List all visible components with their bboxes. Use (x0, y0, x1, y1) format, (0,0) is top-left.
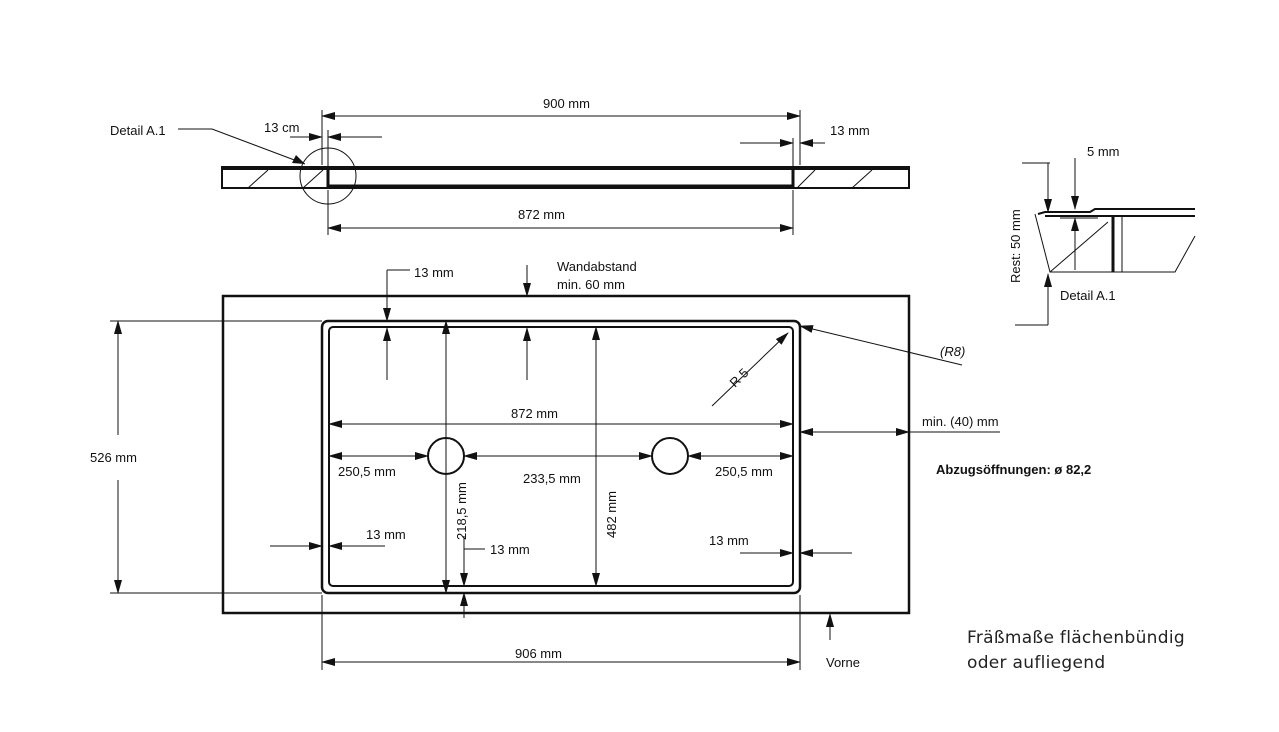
left-margin-label: 13 mm (366, 527, 406, 542)
side-min-label: min. (40) mm (922, 414, 999, 429)
bottom-margin-label: 13 mm (490, 542, 530, 557)
plan-top-13mm-label: 13 mm (414, 265, 454, 280)
inner-radius-label: R 5 (727, 365, 752, 390)
dim-872-top-label: 872 mm (518, 207, 565, 222)
note-line-1: Fräßmaße flächenbündig (967, 628, 1185, 648)
wall-label-2: min. 60 mm (557, 277, 625, 292)
cutout-outer (320, 319, 802, 595)
top-section-view: Detail A.1 900 mm 13 cm 13 mm 872 mm (110, 96, 910, 235)
dim-900-label: 900 mm (543, 96, 590, 111)
drain-label: Abzugsöffnungen: ø 82,2 (936, 462, 1091, 477)
detail-5mm-label: 5 mm (1087, 144, 1120, 159)
left-offset-label: 250,5 mm (338, 464, 396, 479)
detail-label: Detail A.1 (110, 123, 166, 138)
front-label: Vorne (826, 655, 860, 670)
dim-13mm-right-label: 13 mm (830, 123, 870, 138)
center-distance-label: 233,5 mm (523, 471, 581, 486)
dim-13cm-label: 13 cm (264, 120, 299, 135)
plan-view: 13 mm Wandabstand min. 60 mm (R8) R 5 87… (90, 259, 1091, 670)
drain-depth-label: 218,5 mm (454, 482, 469, 540)
detail-rest-label: Rest: 50 mm (1008, 209, 1023, 283)
wall-label-1: Wandabstand (557, 259, 637, 274)
right-margin-label: 13 mm (709, 533, 749, 548)
note-line-2: oder aufliegend (967, 653, 1105, 673)
corner-radius-label: (R8) (940, 344, 965, 359)
plan-872-label: 872 mm (511, 406, 558, 421)
inner-depth-label: 482 mm (604, 491, 619, 538)
detail-a1-caption: Detail A.1 (1060, 288, 1116, 303)
drain-right (651, 437, 689, 475)
countertop-outline (221, 294, 911, 615)
width-outer-label: 906 mm (515, 646, 562, 661)
right-offset-label: 250,5 mm (715, 464, 773, 479)
detail-a1-view: 5 mm Rest: 50 mm Detail A.1 (1008, 144, 1196, 326)
height-total-label: 526 mm (90, 450, 137, 465)
